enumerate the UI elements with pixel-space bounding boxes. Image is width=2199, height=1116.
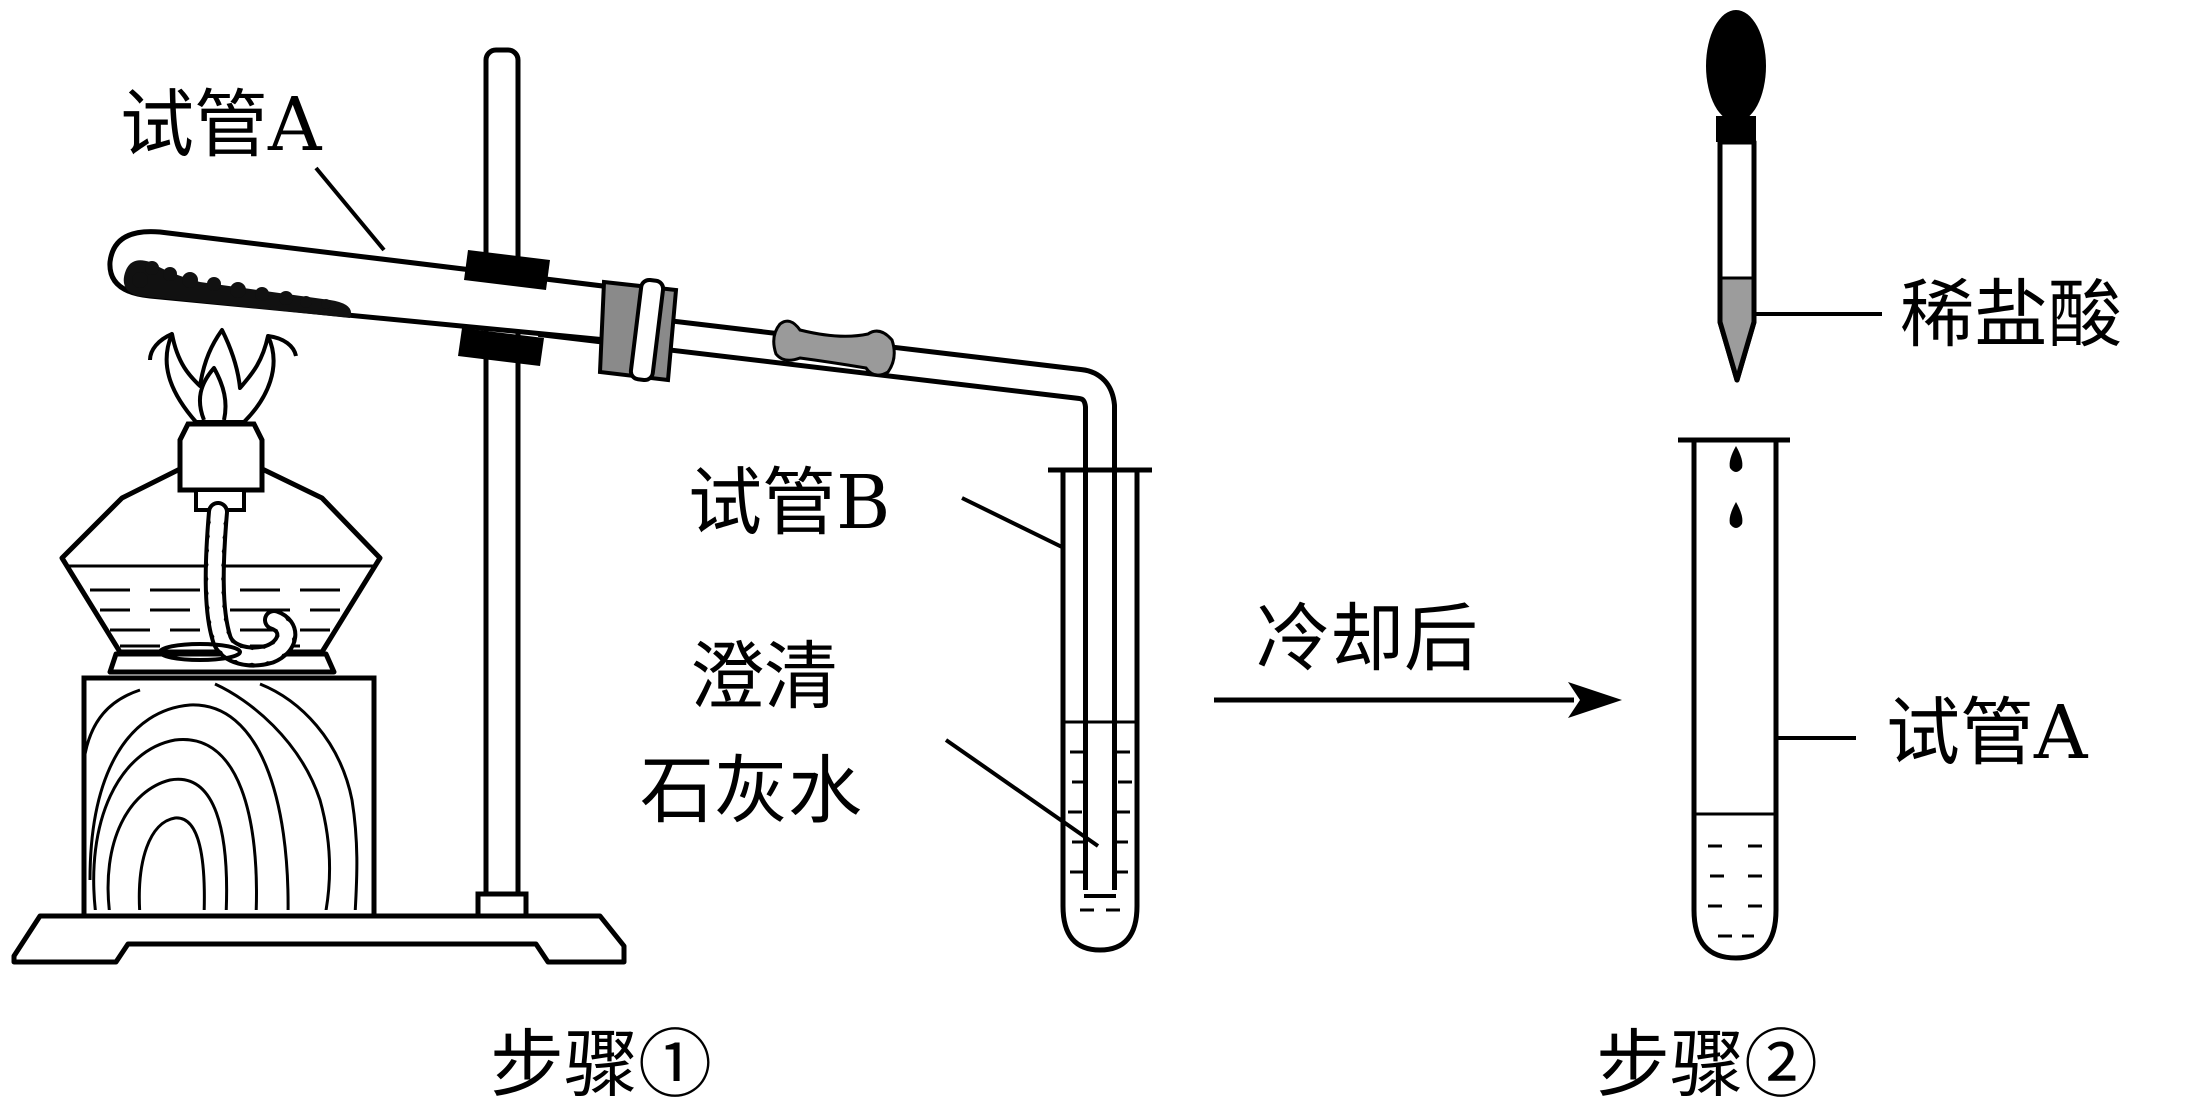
label-limewater-line2: 石灰水 xyxy=(640,748,862,834)
label-after-cooling: 冷却后 xyxy=(1256,596,1478,682)
clamp xyxy=(458,250,550,366)
wooden-block xyxy=(81,675,377,919)
dropper-bulb xyxy=(1706,10,1766,122)
stand-rod xyxy=(475,47,529,919)
alcohol-lamp xyxy=(59,328,383,675)
label-tube-a-step1: 试管A xyxy=(120,82,323,168)
rubber-hose xyxy=(772,319,896,377)
test-tube-a xyxy=(107,229,655,347)
black-powder xyxy=(123,260,352,318)
drop xyxy=(1729,502,1743,528)
test-tube-b xyxy=(1048,467,1152,953)
rubber-stopper xyxy=(597,277,679,383)
dropper xyxy=(1706,10,1766,383)
leader-lines-step2 xyxy=(1756,312,1882,740)
step1-apparatus: 试管A 试管B 澄清 石灰水 步骤① xyxy=(11,47,1152,1108)
test-tube-a-step2 xyxy=(1678,437,1790,961)
label-step1: 步骤① xyxy=(490,1022,712,1108)
delivery-tube xyxy=(537,303,1117,898)
label-tube-b: 试管B xyxy=(688,460,890,546)
leader-tube-b xyxy=(961,496,1065,550)
leader-tube-a xyxy=(314,166,386,252)
process-arrow: 冷却后 xyxy=(1214,596,1622,718)
tube-a-liquid xyxy=(1694,812,1776,938)
label-limewater-line1: 澄清 xyxy=(690,634,838,720)
step2-apparatus: 稀盐酸 试管A 步骤② xyxy=(1596,10,2122,1108)
label-dilute-hcl: 稀盐酸 xyxy=(1900,272,2122,358)
stand-base xyxy=(11,913,627,965)
label-tube-a-step2: 试管A xyxy=(1886,690,2089,776)
leader-limewater xyxy=(944,738,1100,848)
limewater-liquid xyxy=(1063,720,1137,912)
hcl-liquid xyxy=(1722,278,1752,374)
leader-lines-step1 xyxy=(314,166,1100,848)
drop xyxy=(1729,446,1743,472)
label-step2: 步骤② xyxy=(1596,1022,1818,1108)
